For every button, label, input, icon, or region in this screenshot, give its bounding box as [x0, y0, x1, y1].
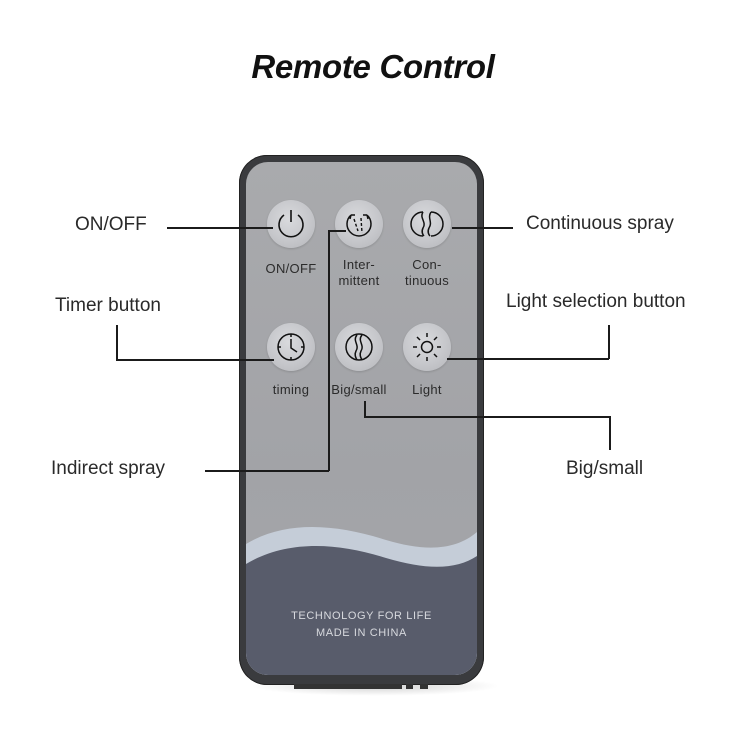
- leader-line-on-off: [167, 227, 273, 229]
- light-button[interactable]: [403, 323, 451, 371]
- intermittent-label: Inter-mittent: [338, 257, 380, 288]
- connector-pin: [406, 684, 413, 689]
- callout-timer: Timer button: [55, 295, 161, 316]
- leader-line-indirect-vertical: [328, 230, 330, 471]
- timing-button[interactable]: [267, 323, 315, 371]
- connector-pin: [420, 684, 428, 689]
- on-off-label: ON/OFF: [265, 261, 317, 276]
- continuous-button[interactable]: [403, 200, 451, 248]
- timing-label: timing: [272, 382, 310, 397]
- remote-face: TECHNOLOGY FOR LIFE MADE IN CHINA: [246, 162, 477, 675]
- leader-line-light-vertical: [608, 325, 610, 359]
- big-small-spray-icon: [345, 333, 373, 361]
- leader-line-indirect-horizontal: [205, 470, 329, 472]
- on-off-button[interactable]: [267, 200, 315, 248]
- leader-line-big-small-vertical: [609, 416, 611, 450]
- continuous-spray-icon: [410, 211, 444, 237]
- leader-line-big-small-stub: [364, 401, 366, 417]
- intermittent-spray-icon: [346, 214, 372, 237]
- callout-big-small: Big/small: [566, 458, 644, 479]
- leader-line-indirect-top: [328, 230, 346, 232]
- intermittent-button[interactable]: [335, 200, 383, 248]
- origin-text: MADE IN CHINA: [316, 627, 407, 639]
- connector-port: [294, 684, 402, 689]
- power-icon: [278, 210, 304, 238]
- sun-icon: [413, 333, 441, 361]
- continuous-label: Con-tinuous: [404, 257, 450, 288]
- leader-line-big-small-horizontal: [364, 416, 610, 418]
- callout-light-selection: Light selection button: [506, 291, 686, 312]
- callout-on-off: ON/OFF: [75, 214, 147, 235]
- callout-indirect-spray: Indirect spray: [51, 458, 166, 479]
- remote-control: TECHNOLOGY FOR LIFE MADE IN CHINA ON/OFF…: [239, 155, 484, 685]
- big-small-label: Big/small: [331, 382, 387, 397]
- wave-decoration: [246, 527, 477, 675]
- page-title: Remote Control: [251, 48, 495, 85]
- slogan-text: TECHNOLOGY FOR LIFE: [291, 610, 432, 622]
- leader-line-light-horizontal: [447, 358, 609, 360]
- leader-line-timer-vertical: [116, 325, 118, 359]
- big-small-button[interactable]: [335, 323, 383, 371]
- leader-line-timer-horizontal: [116, 359, 274, 361]
- callout-continuous-spray: Continuous spray: [526, 213, 674, 234]
- clock-icon: [277, 333, 305, 361]
- leader-line-continuous: [452, 227, 513, 229]
- light-label: Light: [412, 382, 442, 397]
